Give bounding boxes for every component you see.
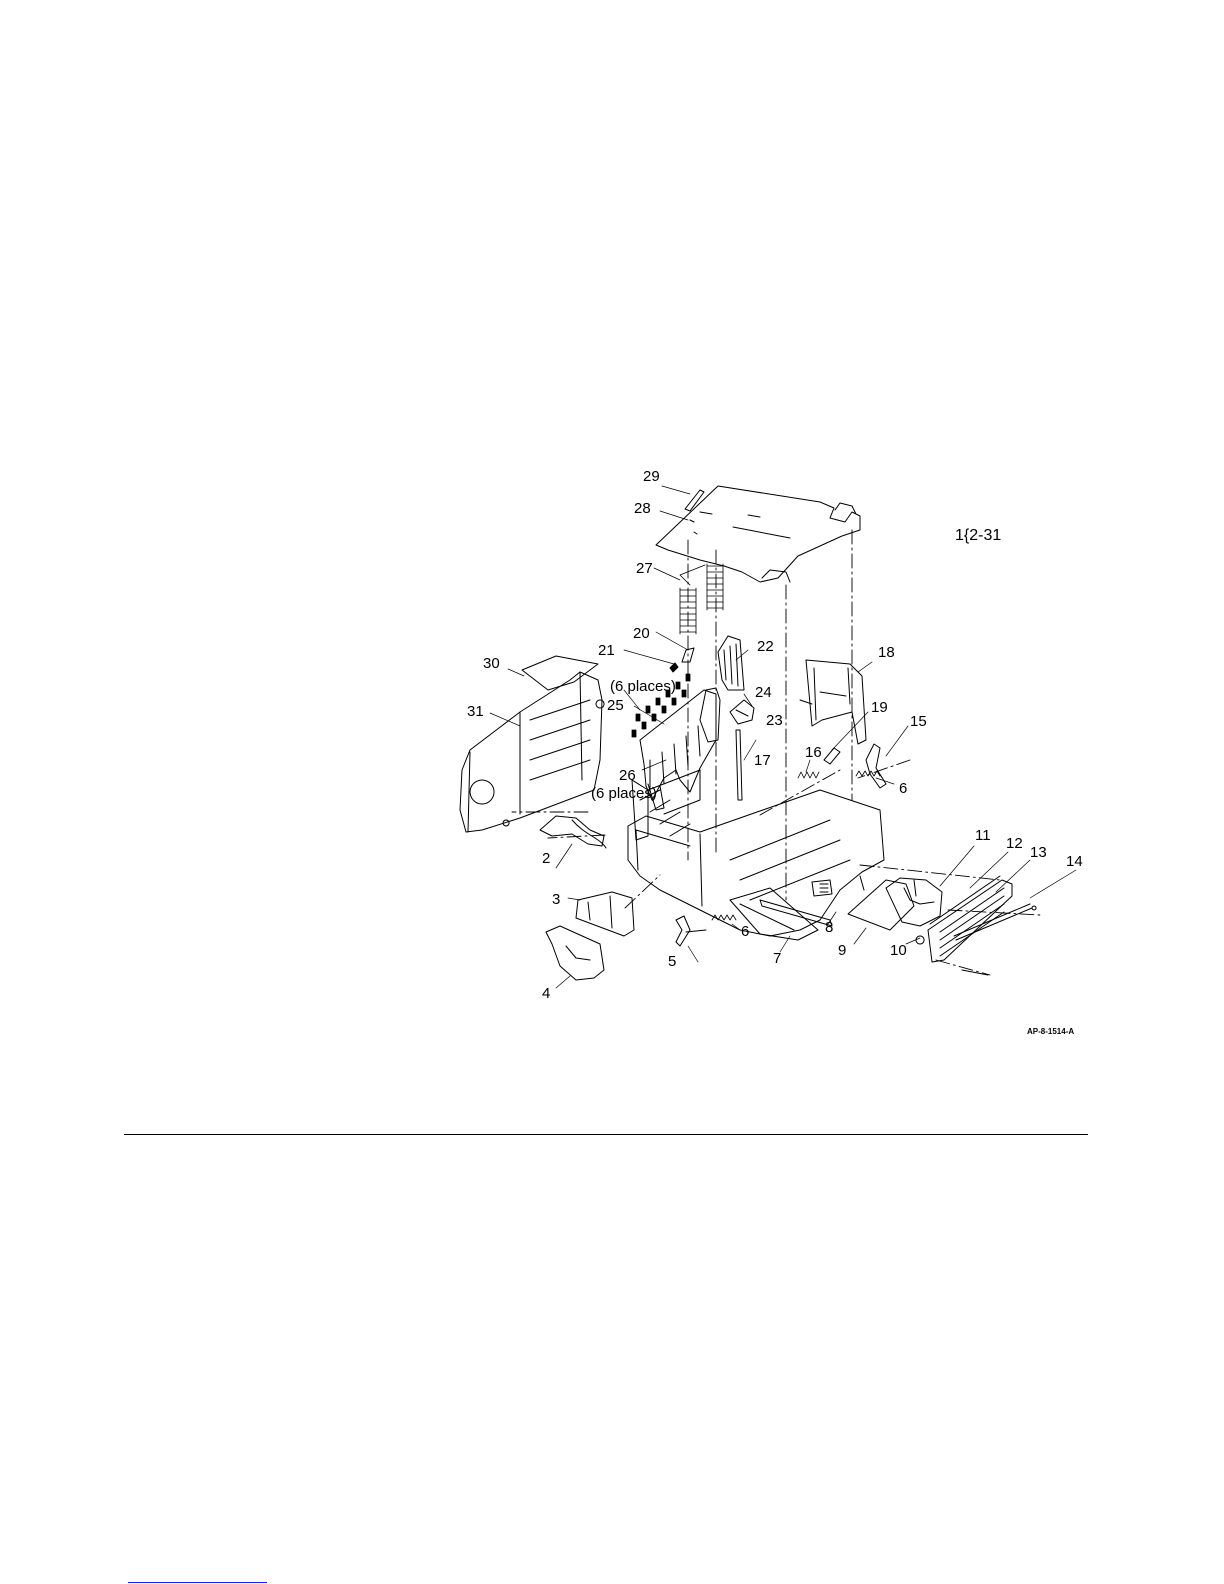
callout-10: 10 [890, 942, 907, 959]
part-2-wire-harness [540, 816, 606, 848]
callout-21: 21 [598, 642, 615, 659]
callout-19: 19 [871, 699, 888, 716]
callout-7: 7 [773, 950, 781, 967]
callout-6-places-upper: (6 places) [610, 678, 676, 695]
part-10-gear [916, 936, 924, 944]
callout-20: 20 [633, 625, 650, 642]
part-17-post [736, 730, 742, 800]
footer-link-underline [128, 1582, 267, 1583]
callout-13: 13 [1030, 844, 1047, 861]
part-3-bracket [576, 892, 634, 936]
callout-18: 18 [878, 644, 895, 661]
callout-29: 29 [643, 468, 660, 485]
callout-3: 3 [552, 891, 560, 908]
part-18-side-bracket [800, 660, 866, 744]
callout-5: 5 [668, 953, 676, 970]
part-8-rail [760, 900, 832, 926]
callout-6-right: 6 [899, 780, 907, 797]
part-15-lever [866, 744, 886, 788]
callout-8: 8 [825, 919, 833, 936]
part-4-switch-assembly [546, 926, 604, 980]
callout-22: 22 [757, 638, 774, 655]
callout-24: 24 [755, 684, 772, 701]
callout-2: 2 [542, 850, 550, 867]
callout-27: 27 [636, 560, 653, 577]
callout-25: 25 [607, 697, 624, 714]
part-5-lever [676, 916, 706, 946]
part-11-bracket [886, 878, 942, 926]
part-range-reference: 1{2-31 [955, 527, 1001, 544]
callout-23: 23 [766, 712, 783, 729]
main-tray-frame [628, 770, 884, 936]
callout-11: 11 [975, 827, 991, 844]
callout-labels: 29 28 27 20 21 22 30 31 (6 places) 24 25… [467, 468, 1083, 1036]
part-27-springs [680, 564, 723, 634]
section-divider [124, 1134, 1088, 1135]
callout-9: 9 [838, 942, 846, 959]
callout-28: 28 [634, 500, 651, 517]
part-16-spring [798, 772, 819, 778]
callout-30: 30 [483, 655, 500, 672]
callout-4: 4 [542, 985, 550, 1002]
callout-14: 14 [1066, 853, 1083, 870]
callout-31: 31 [467, 703, 484, 720]
leader-lines [490, 486, 1076, 988]
part-31-side-cover [460, 672, 604, 832]
callout-17: 17 [754, 752, 771, 769]
figure-code: AP-8-1514-A [1027, 1027, 1074, 1036]
callout-15: 15 [910, 713, 927, 730]
part-19-roller [824, 748, 840, 764]
callout-16: 16 [805, 744, 822, 761]
callout-26: 26 [619, 767, 636, 784]
part-24-bracket [700, 688, 720, 742]
part-22-guide [718, 636, 744, 690]
callout-6-places-lower: (6 places) [591, 785, 657, 802]
part-28-top-plate [656, 486, 860, 582]
part-30-label [522, 656, 598, 690]
callout-12: 12 [1006, 835, 1023, 852]
callout-6-bottom: 6 [741, 923, 749, 940]
part-6-spring-right [856, 771, 880, 776]
